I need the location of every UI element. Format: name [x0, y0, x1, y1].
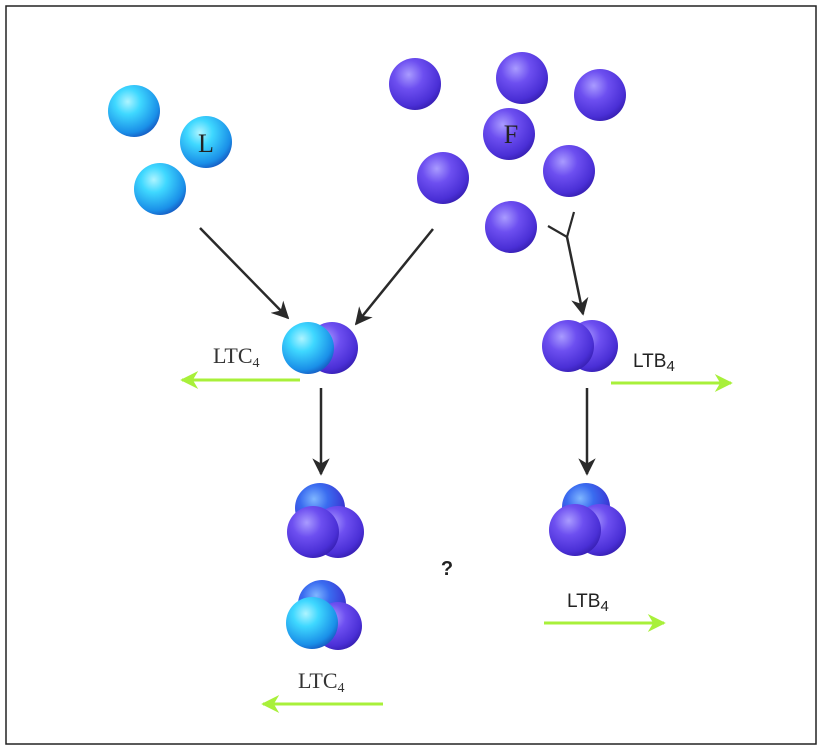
cyan-cell [286, 597, 338, 649]
arrow-f-to-pair [354, 228, 434, 326]
f-cell-label: F [504, 120, 518, 149]
ltc4-lower-label: LTC4 [298, 668, 345, 696]
purple-cell [496, 52, 548, 104]
ltc4-upper-label: LTC4 [213, 343, 260, 371]
mixed-cell-pair [282, 322, 358, 374]
cyan-cell [282, 322, 334, 374]
ltc4-upper-main: LTC [213, 343, 253, 368]
ltc4-upper-sub: 4 [253, 356, 260, 371]
ltb4-upper-main: LTB [633, 351, 666, 372]
cell-cluster-left-upper [287, 483, 364, 558]
cyan-cell [108, 85, 160, 137]
ltb4-upper-sub: 4 [666, 358, 674, 375]
cell-cluster-left-lower [286, 580, 362, 650]
cyan-cell-l [180, 116, 232, 168]
ltc4-lower-main: LTC [298, 668, 338, 693]
cyan-cell [134, 163, 186, 215]
ltb4-lower-sub: 4 [600, 598, 608, 615]
ltb4-lower-label: LTB4 [567, 591, 609, 615]
arrow-l-to-pair [199, 227, 290, 320]
purple-cell [574, 69, 626, 121]
purple-cell [287, 506, 339, 558]
l-cell-group: L [108, 85, 232, 215]
arrow-receptor-to-pair [565, 236, 589, 316]
purple-cell-f [483, 108, 535, 160]
purple-cell [549, 504, 601, 556]
l-cell-label: L [198, 129, 214, 158]
ltb4-upper-label: LTB4 [633, 351, 675, 375]
purple-cell [542, 320, 594, 372]
purple-cell [543, 145, 595, 197]
purple-cell [417, 152, 469, 204]
purple-cell-pair [542, 320, 618, 372]
ltc4-lower-sub: 4 [338, 681, 345, 696]
purple-cell [389, 58, 441, 110]
purple-cell [485, 201, 537, 253]
f-cell-group: F [389, 52, 626, 253]
ltb4-lower-main: LTB [567, 591, 600, 612]
question-mark: ? [441, 558, 453, 580]
cell-cluster-right [549, 483, 626, 556]
